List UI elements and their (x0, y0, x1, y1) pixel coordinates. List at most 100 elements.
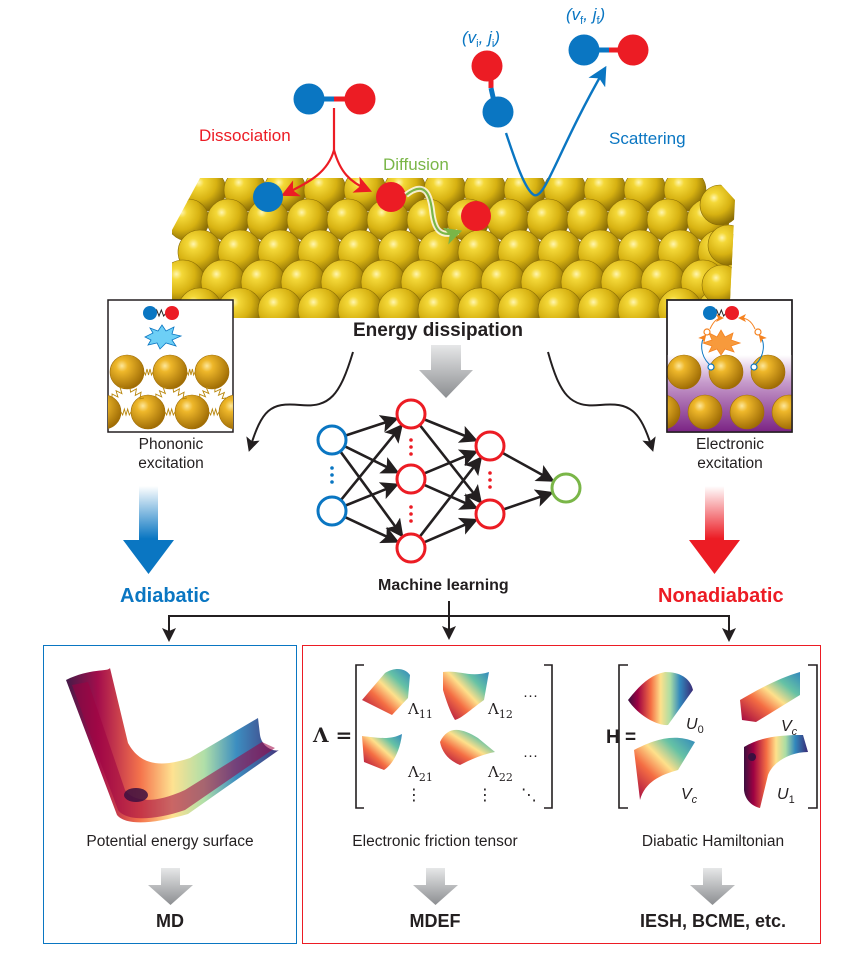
friction-hdots-row1: ··· (523, 687, 538, 704)
nn-edge (344, 415, 399, 437)
hamiltonian-matrix-bracket (618, 664, 818, 809)
machine-learning-label: Machine learning (378, 577, 509, 594)
nn-ellipsis-dot (409, 438, 413, 442)
nn-ellipsis-dot (409, 512, 413, 516)
hamiltonian-surfaces (628, 672, 808, 808)
adsorbed-red-atom (376, 182, 406, 212)
nn-ellipsis-dot (409, 519, 413, 523)
gold-atom (707, 224, 735, 266)
final-state-label: (vf, jf) (566, 5, 606, 27)
nn-ellipsis-dot (488, 471, 492, 475)
energy-dissipation-label: Energy dissipation (353, 320, 523, 341)
nn-hidden-node (395, 463, 427, 495)
gold-atom (699, 184, 735, 226)
nn-ellipsis-dot (488, 485, 492, 489)
nn-edge (423, 483, 479, 510)
nn-edge (343, 445, 400, 474)
adiabatic-arrow (123, 486, 174, 574)
adsorbed-blue-atom (253, 182, 283, 212)
dissociating-molecule (293, 83, 376, 115)
nn-edge (423, 517, 479, 544)
friction-surfaces (362, 669, 495, 770)
adiabatic-label: Adiabatic (120, 585, 211, 607)
nn-edge (418, 456, 483, 538)
molecule-atom-red (165, 306, 179, 320)
friction-entry-22: Λ22 (488, 763, 513, 784)
energy-to-ml-arrow (419, 345, 473, 398)
nn-edge (423, 418, 479, 443)
diffused-red-atom (461, 201, 491, 231)
nn-edge (339, 450, 404, 538)
nn-hidden-node (395, 532, 427, 564)
nn-ellipsis-dot (409, 452, 413, 456)
friction-entry-12: Λ12 (488, 700, 513, 721)
nn-edge (339, 423, 403, 501)
friction-vdots-col2: ⋮ (477, 787, 493, 804)
hamiltonian-entry-vc-bottom: Vc (681, 786, 698, 806)
friction-entry-11: Λ11 (408, 700, 433, 721)
nn-output-node (550, 472, 582, 504)
diffusion-label: Diffusion (383, 155, 449, 174)
pes-caption: Potential energy surface (86, 833, 254, 850)
nn-hidden-node (474, 498, 506, 530)
friction-entry-21: Λ21 (408, 763, 433, 784)
hamiltonian-symbol: H = (606, 727, 637, 748)
electron-burst-icon (701, 329, 742, 356)
potential-energy-surface-plot (66, 668, 279, 823)
nn-ellipsis-dot (330, 473, 334, 477)
hamiltonian-entry-u0: U0 (686, 716, 704, 736)
nonadiabatic-label: Nonadiabatic (658, 585, 784, 607)
nn-input-node (316, 424, 348, 456)
electronic-inset (666, 299, 793, 433)
nn-edge (344, 482, 400, 507)
friction-symbol: Λ = (313, 723, 353, 747)
adiabatic-panel (43, 645, 297, 944)
friction-caption: Electronic friction tensor (352, 833, 518, 850)
neural-network (316, 398, 582, 564)
hamiltonian-entry-u1: U1 (777, 786, 795, 806)
phonon-burst-icon (144, 324, 183, 350)
curve-arrow-left (246, 351, 354, 452)
friction-hdots-row2: ··· (523, 747, 538, 764)
nn-edge (502, 489, 554, 511)
molecule-atom-blue (143, 306, 157, 320)
nonadiabatic-panel (302, 645, 821, 944)
dissociation-arrows (281, 108, 373, 197)
dissociation-label: Dissociation (199, 126, 291, 145)
branch-arrows (162, 601, 736, 642)
nn-hidden-node (474, 430, 506, 462)
curve-arrow-right (547, 351, 656, 452)
scattering-trajectory (504, 65, 607, 197)
nn-hidden-node (395, 398, 427, 430)
nn-input-node (316, 495, 348, 527)
friction-to-mdef-arrow (413, 868, 458, 905)
md-method: MD (156, 911, 184, 931)
nn-ellipsis-dot (330, 480, 334, 484)
incoming-molecule (471, 50, 514, 128)
initial-state-label: (vi, ji) (462, 28, 500, 50)
hamiltonian-entry-vc-top: Vc (781, 718, 798, 738)
nn-ellipsis-dot (330, 466, 334, 470)
scattering-label: Scattering (609, 129, 686, 148)
friction-vdots-col1: ⋮ (406, 787, 422, 804)
nn-ellipsis-dot (409, 505, 413, 509)
phononic-inset (107, 299, 234, 433)
iesh-bcme-method: IESH, BCME, etc. (639, 911, 787, 931)
nn-edge (344, 515, 400, 544)
outgoing-molecule (568, 34, 649, 66)
nn-edge (501, 451, 555, 482)
friction-matrix-bracket (355, 664, 553, 809)
nn-ellipsis-dot (409, 445, 413, 449)
mdef-method: MDEF (409, 911, 461, 931)
nn-ellipsis-dot (488, 478, 492, 482)
pes-to-md-arrow (148, 868, 193, 905)
nonadiabatic-arrow (689, 486, 740, 574)
hamiltonian-caption: Diabatic Hamiltonian (641, 833, 785, 850)
friction-ddots: ⋱ (521, 787, 537, 804)
